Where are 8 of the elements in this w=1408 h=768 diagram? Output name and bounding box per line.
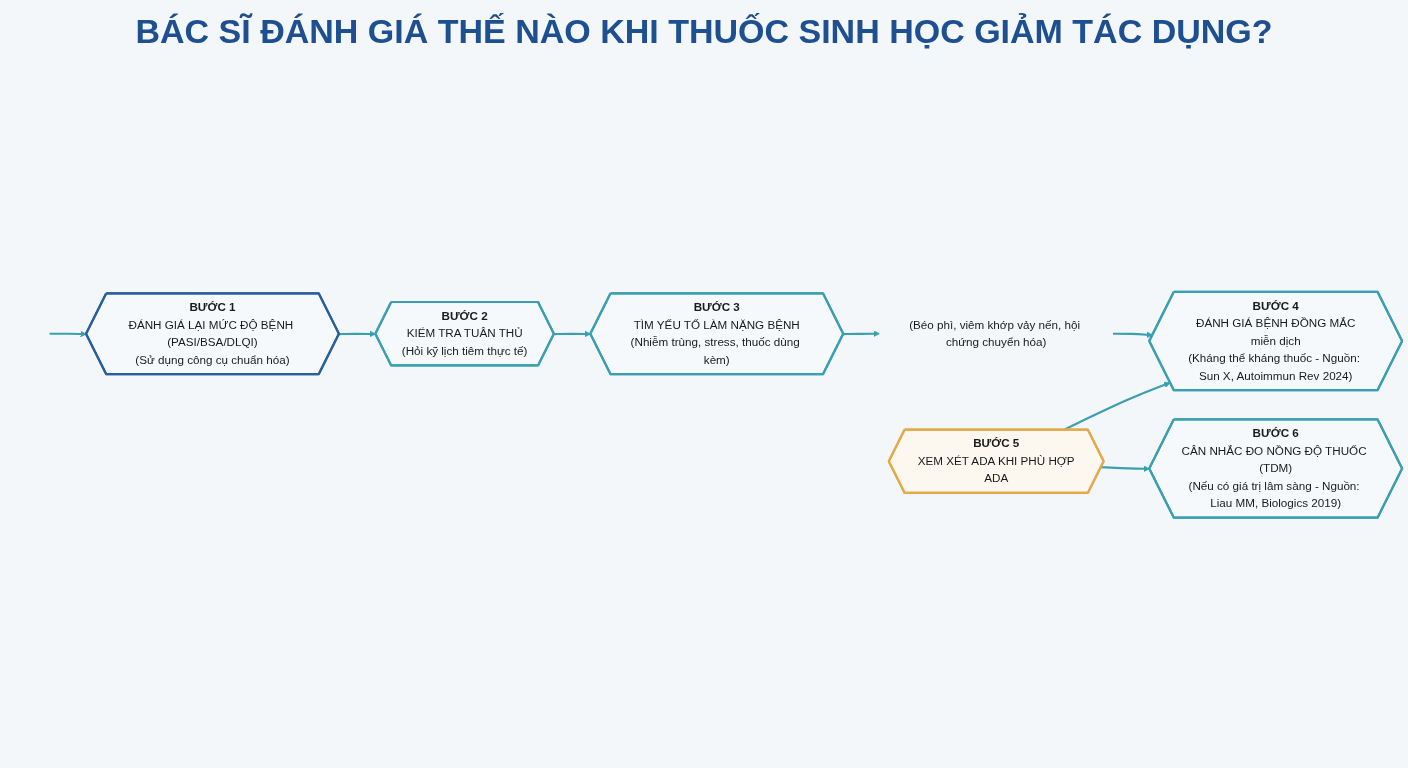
arrow [1101, 465, 1150, 473]
arrow [49, 331, 87, 338]
arrow [1112, 331, 1153, 339]
arrow [843, 330, 880, 338]
title: BÁC SĨ ĐÁNH GIÁ THẾ NÀO KHI THUỐC SINH HỌC GIẢM TÁC DỤNG? [134, 12, 1274, 51]
arrow [554, 331, 591, 338]
node-text: (Béo phì, viêm khớp vảy nến, hội chứng chuyển hóa) [909, 318, 1081, 349]
arrow [339, 331, 376, 338]
